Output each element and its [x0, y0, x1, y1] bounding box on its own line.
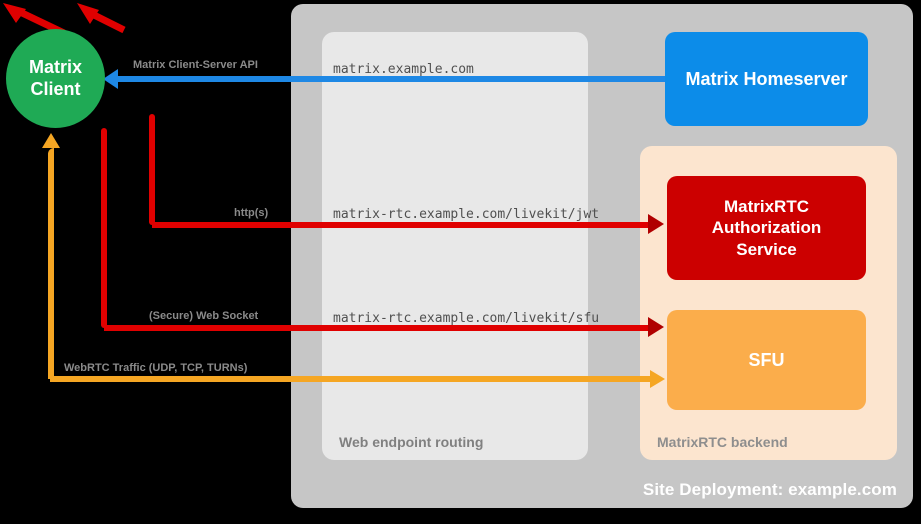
connector-cs-api-line	[118, 76, 665, 82]
node-matrix-client[interactable]: Matrix Client	[6, 29, 105, 128]
connector-jwt-target-arrowhead	[648, 214, 664, 234]
node-matrixrtc-authorization-service[interactable]: MatrixRTC Authorization Service	[667, 176, 866, 280]
endpoint-matrix-example-com: matrix.example.com	[333, 62, 474, 77]
node-matrix-homeserver-label: Matrix Homeserver	[685, 68, 848, 89]
connector-webrtc-sfu-arrowhead	[650, 370, 665, 388]
node-matrix-client-line2: Client	[30, 78, 81, 99]
connector-cs-api-arrowhead	[103, 69, 118, 89]
connector-jwt-vertical	[149, 114, 155, 225]
connector-websocket-horizontal	[104, 325, 655, 331]
connector-webrtc-client-arrowhead	[42, 133, 60, 148]
site-deployment-label: Site Deployment: example.com	[642, 480, 897, 499]
node-matrix-client-line1: Matrix	[28, 57, 82, 78]
connector-webrtc-horizontal	[50, 376, 656, 382]
node-sfu[interactable]: SFU	[667, 310, 866, 410]
node-matrix-homeserver[interactable]: Matrix Homeserver	[665, 32, 868, 126]
node-auth-service-line2: Authorization	[711, 218, 822, 238]
web-endpoint-routing-label: Web endpoint routing	[339, 434, 484, 450]
endpoint-livekit-jwt: matrix-rtc.example.com/livekit/jwt	[333, 207, 600, 222]
label-secure-web-socket: (Secure) Web Socket	[149, 310, 259, 322]
label-webrtc-traffic: WebRTC Traffic (UDP, TCP, TURNs)	[64, 362, 248, 374]
connector-webrtc-vertical	[48, 148, 54, 379]
connector-jwt-horizontal	[152, 222, 655, 228]
node-auth-service-line1: MatrixRTC	[723, 197, 809, 217]
connector-websocket-target-arrowhead	[648, 317, 664, 337]
container-web-endpoint-routing: Web endpoint routing	[322, 32, 588, 460]
node-sfu-label: SFU	[748, 349, 785, 370]
node-auth-service-line3: Service	[736, 239, 797, 259]
label-matrix-client-server-api: Matrix Client-Server API	[133, 59, 258, 71]
label-https: http(s)	[234, 207, 269, 219]
endpoint-livekit-sfu: matrix-rtc.example.com/livekit/sfu	[333, 311, 600, 326]
connector-websocket-vertical	[101, 128, 107, 328]
connector-websocket-arrowhead	[77, 3, 127, 34]
matrixrtc-backend-label: MatrixRTC backend	[657, 434, 788, 450]
